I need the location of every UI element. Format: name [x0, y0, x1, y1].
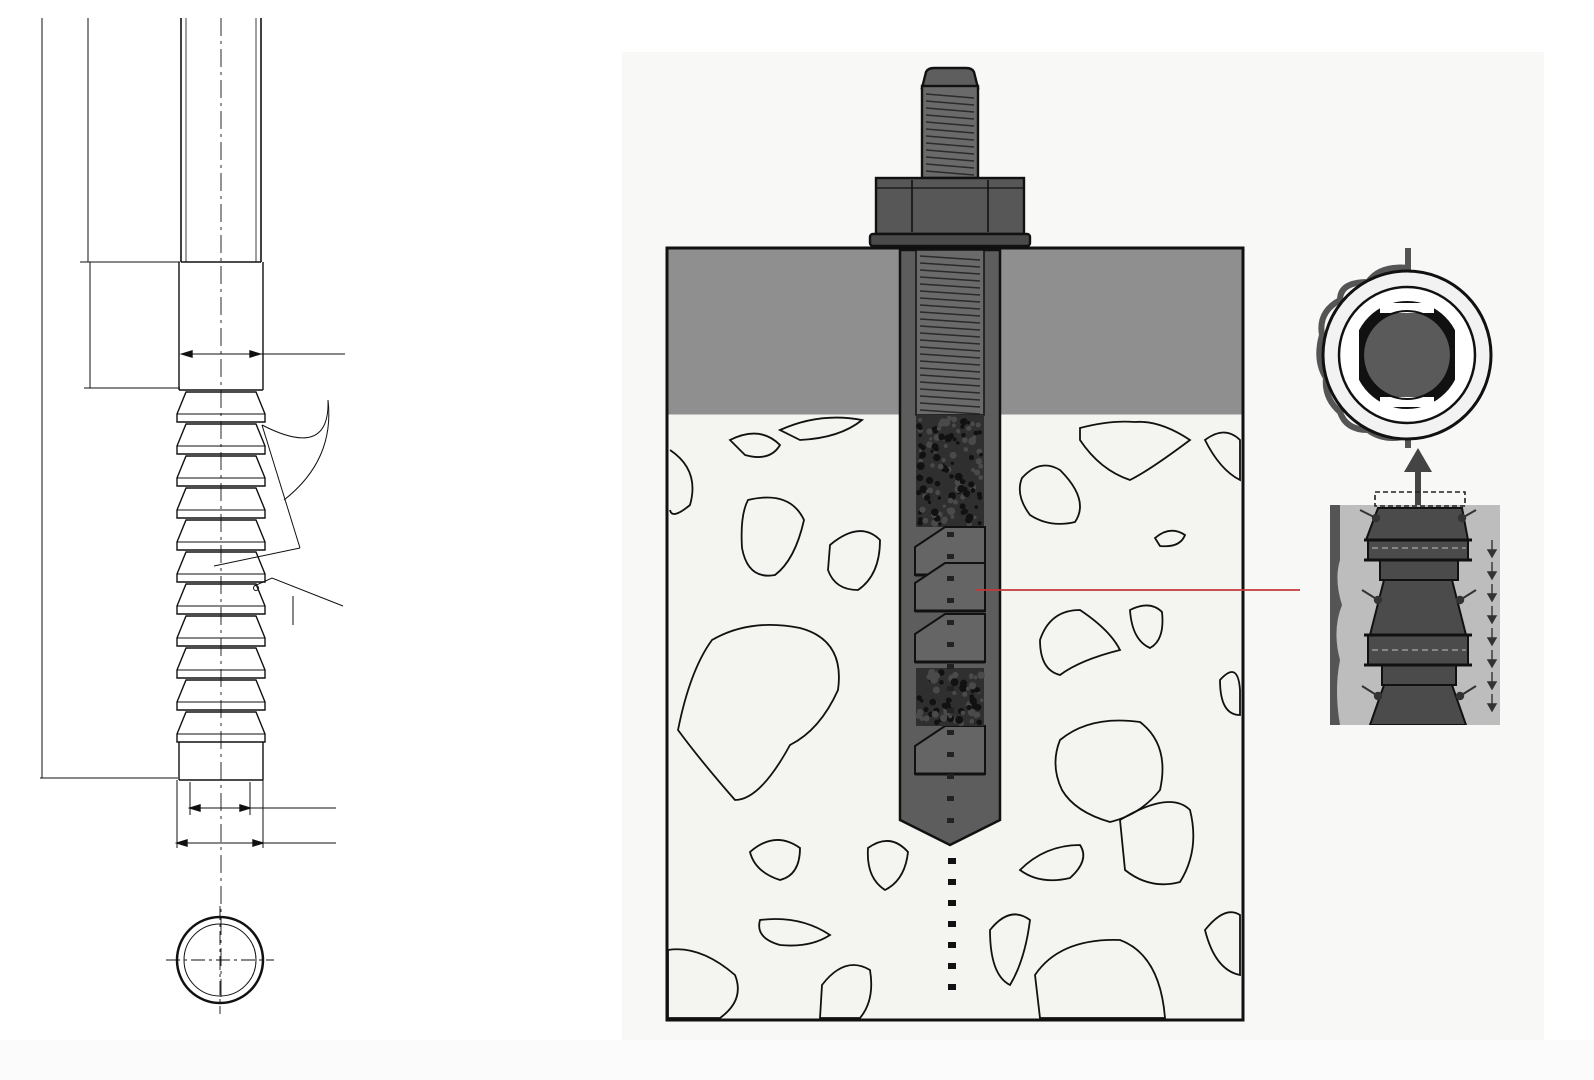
- load-transfer-detail: [1330, 491, 1500, 725]
- aggregate-stone: [1018, 464, 1081, 525]
- aggregate-stone: [827, 530, 881, 591]
- anchor-axis-dots: [948, 858, 956, 990]
- aggregate-stone: [777, 416, 865, 441]
- aggregate-stone: [669, 449, 694, 515]
- aggregate-stone: [748, 839, 801, 881]
- aggregate-stone: [1204, 911, 1241, 977]
- hex-nut-and-washer: [868, 66, 1032, 248]
- ribbed-cone-section: [176, 391, 266, 743]
- aggregate-stone: [667, 948, 739, 1019]
- anchor-cross-section-detail: [1316, 248, 1493, 448]
- aggregate-stones: [667, 416, 1241, 1019]
- aggregate-stone: [866, 840, 909, 892]
- aggregate-stone: [819, 964, 873, 1019]
- aggregate-stone: [989, 913, 1031, 987]
- aggregate-stone: [740, 496, 805, 577]
- drilled-hole-with-anchor: [898, 248, 1002, 847]
- aggregate-stone: [1079, 420, 1192, 481]
- aggregate-stone: [1119, 801, 1195, 886]
- aggregate-stone: [1054, 719, 1164, 823]
- detail-cone: [1367, 539, 1469, 561]
- aggregate-stone: [1219, 671, 1241, 716]
- detail-cone: [1368, 684, 1468, 725]
- bottom-margin-strip: [0, 1040, 1594, 1080]
- aggregate-stone: [1018, 844, 1085, 882]
- anchor-rod-technical-drawing: [40, 18, 345, 1014]
- aggregate-stone: [1039, 609, 1122, 676]
- load-direction-arrow: [1404, 448, 1432, 505]
- aggregate-stone: [1129, 604, 1164, 650]
- aggregate-stone: [677, 623, 840, 801]
- detail-cone: [1379, 559, 1459, 581]
- aggregate-stone: [728, 432, 782, 458]
- aggregate-stone: [758, 918, 832, 947]
- detail-cone: [1381, 664, 1457, 686]
- detail-cone: [1364, 507, 1470, 541]
- detail-cone: [1368, 579, 1468, 636]
- aggregate-stone: [1034, 939, 1166, 1019]
- rod-end-view: [166, 906, 274, 1014]
- aggregate-stone: [1203, 431, 1241, 482]
- aggregate-stone: [1153, 529, 1187, 548]
